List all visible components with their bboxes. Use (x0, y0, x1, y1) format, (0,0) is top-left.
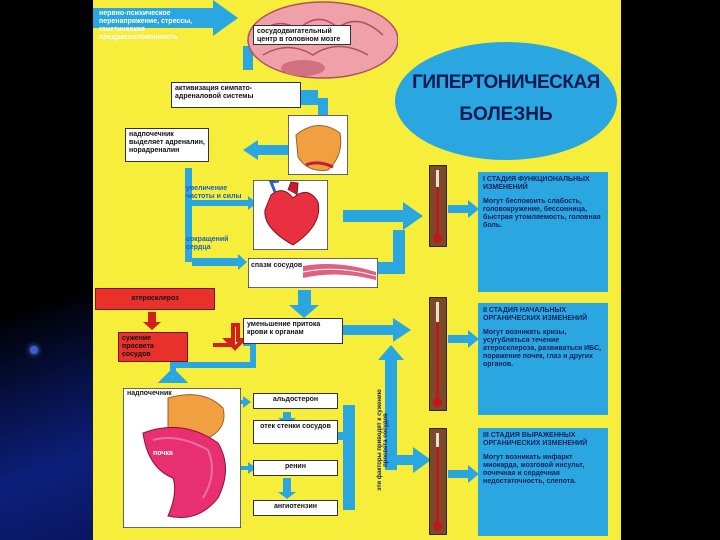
stage2-body: Могут возникать кризы, усугубляться тече… (483, 329, 601, 368)
slide-bullet (30, 346, 38, 354)
stage3-box: III СТАДИЯ ВЫРАЖЕННЫХ ОРГАНИЧЕСКИХ ИЗМЕН… (478, 428, 608, 536)
lumen-narrowing-box: сужение просвета сосудов (118, 332, 188, 362)
stage2-heading: II СТАДИЯ НАЧАЛЬНЫХ ОРГАНИЧЕСКИХ ИЗМЕНЕН… (483, 307, 603, 323)
risk-factors-text: нервно-психическое перенапряжение, стрес… (99, 10, 209, 42)
thermometer-stage2-fill (436, 322, 439, 400)
title-oval: ГИПЕРТОНИЧЕСКАЯ БОЛЕЗНЬ (395, 42, 617, 160)
thermometer-stage2 (429, 297, 447, 411)
vertical-note: эти факторы приводят к сужению просвета … (368, 384, 388, 494)
stage1-box: I СТАДИЯ ФУНКЦИОНАЛЬНЫХ ИЗМЕНЕНИЙ Могут … (478, 172, 608, 292)
arrow-thermo2-to-stage2 (448, 330, 479, 348)
vessel-edema-box: отек стенки сосудов (253, 420, 338, 444)
thermometer-stage1 (429, 165, 447, 247)
heart-rate-text: увеличение частоты и силы (186, 185, 246, 201)
arrow-adrenal-left (243, 140, 288, 160)
vessel-spasm-label: спазм сосудов (251, 262, 311, 270)
heart-contraction-text: сокращений сердца (186, 236, 246, 252)
thermometer-stage3-fill (436, 447, 439, 524)
arrow-to-stage3 (393, 447, 431, 473)
renin-box: ренин (253, 460, 338, 476)
arrow-spasm-to-stage1 (378, 230, 405, 274)
arrow-flow-to-stage2 (343, 318, 411, 342)
arrow-renin-to-angio (278, 478, 296, 499)
stage3-body: Могут возникать инфаркт миокарда, мозгов… (483, 454, 584, 485)
arrow-edema-to-collector (338, 432, 355, 440)
sympatho-activation-box: активизация симпато-адреналовой системы (171, 82, 301, 108)
arrow-thermo3-to-stage3 (448, 465, 479, 483)
arrow-athero-down (143, 312, 161, 330)
aldosterone-box: альдостерон (253, 393, 338, 409)
adrenal-gland-illustration (288, 115, 348, 175)
arrow-thermo1-to-stage1 (448, 200, 479, 218)
vasomotor-center-box: сосудодвигательный центр в головном мозг… (253, 25, 351, 45)
stage2-box: II СТАДИЯ НАЧАЛЬНЫХ ОРГАНИЧЕСКИХ ИЗМЕНЕН… (478, 303, 608, 415)
arrow-to-spasm (192, 254, 247, 270)
title-line1: ГИПЕРТОНИЧЕСКАЯ (395, 72, 617, 94)
atherosclerosis-box: атеросклероз (95, 288, 215, 310)
adrenal-secretes-box: надпочечник выделяет адреналин, норадрен… (125, 128, 209, 162)
title-line2: БОЛЕЗНЬ (395, 104, 617, 126)
thermometer-stage3 (429, 428, 447, 535)
adrenal-label: надпочечник (127, 390, 177, 398)
arrow-heart-to-stage1 (343, 202, 423, 230)
arrow-lumen-to-flow (213, 325, 243, 348)
vertical-note-text: эти факторы приводят к сужению просвета … (377, 385, 389, 495)
slide-background-right (621, 0, 720, 540)
stage1-body: Могут беспокоить слабость, головокружени… (483, 198, 601, 229)
arrow-spasm-down (289, 290, 319, 318)
heart-illustration (253, 180, 328, 250)
arrow-right-collector (343, 405, 355, 510)
kidney-label: почка (153, 450, 193, 458)
stage3-heading: III СТАДИЯ ВЫРАЖЕННЫХ ОРГАНИЧЕСКИХ ИЗМЕН… (483, 432, 603, 448)
slide-background-left (0, 0, 93, 540)
angiotensin-box: ангиотензин (253, 500, 338, 516)
hypertension-poster: нервно-психическое перенапряжение, стрес… (93, 0, 621, 540)
adrenal-kidney-illustration (123, 388, 241, 528)
blood-flow-decrease-box: уменьшение притока крови к органам (243, 318, 343, 344)
thermometer-stage1-fill (436, 187, 439, 237)
stage1-heading: I СТАДИЯ ФУНКЦИОНАЛЬНЫХ ИЗМЕНЕНИЙ (483, 176, 603, 192)
